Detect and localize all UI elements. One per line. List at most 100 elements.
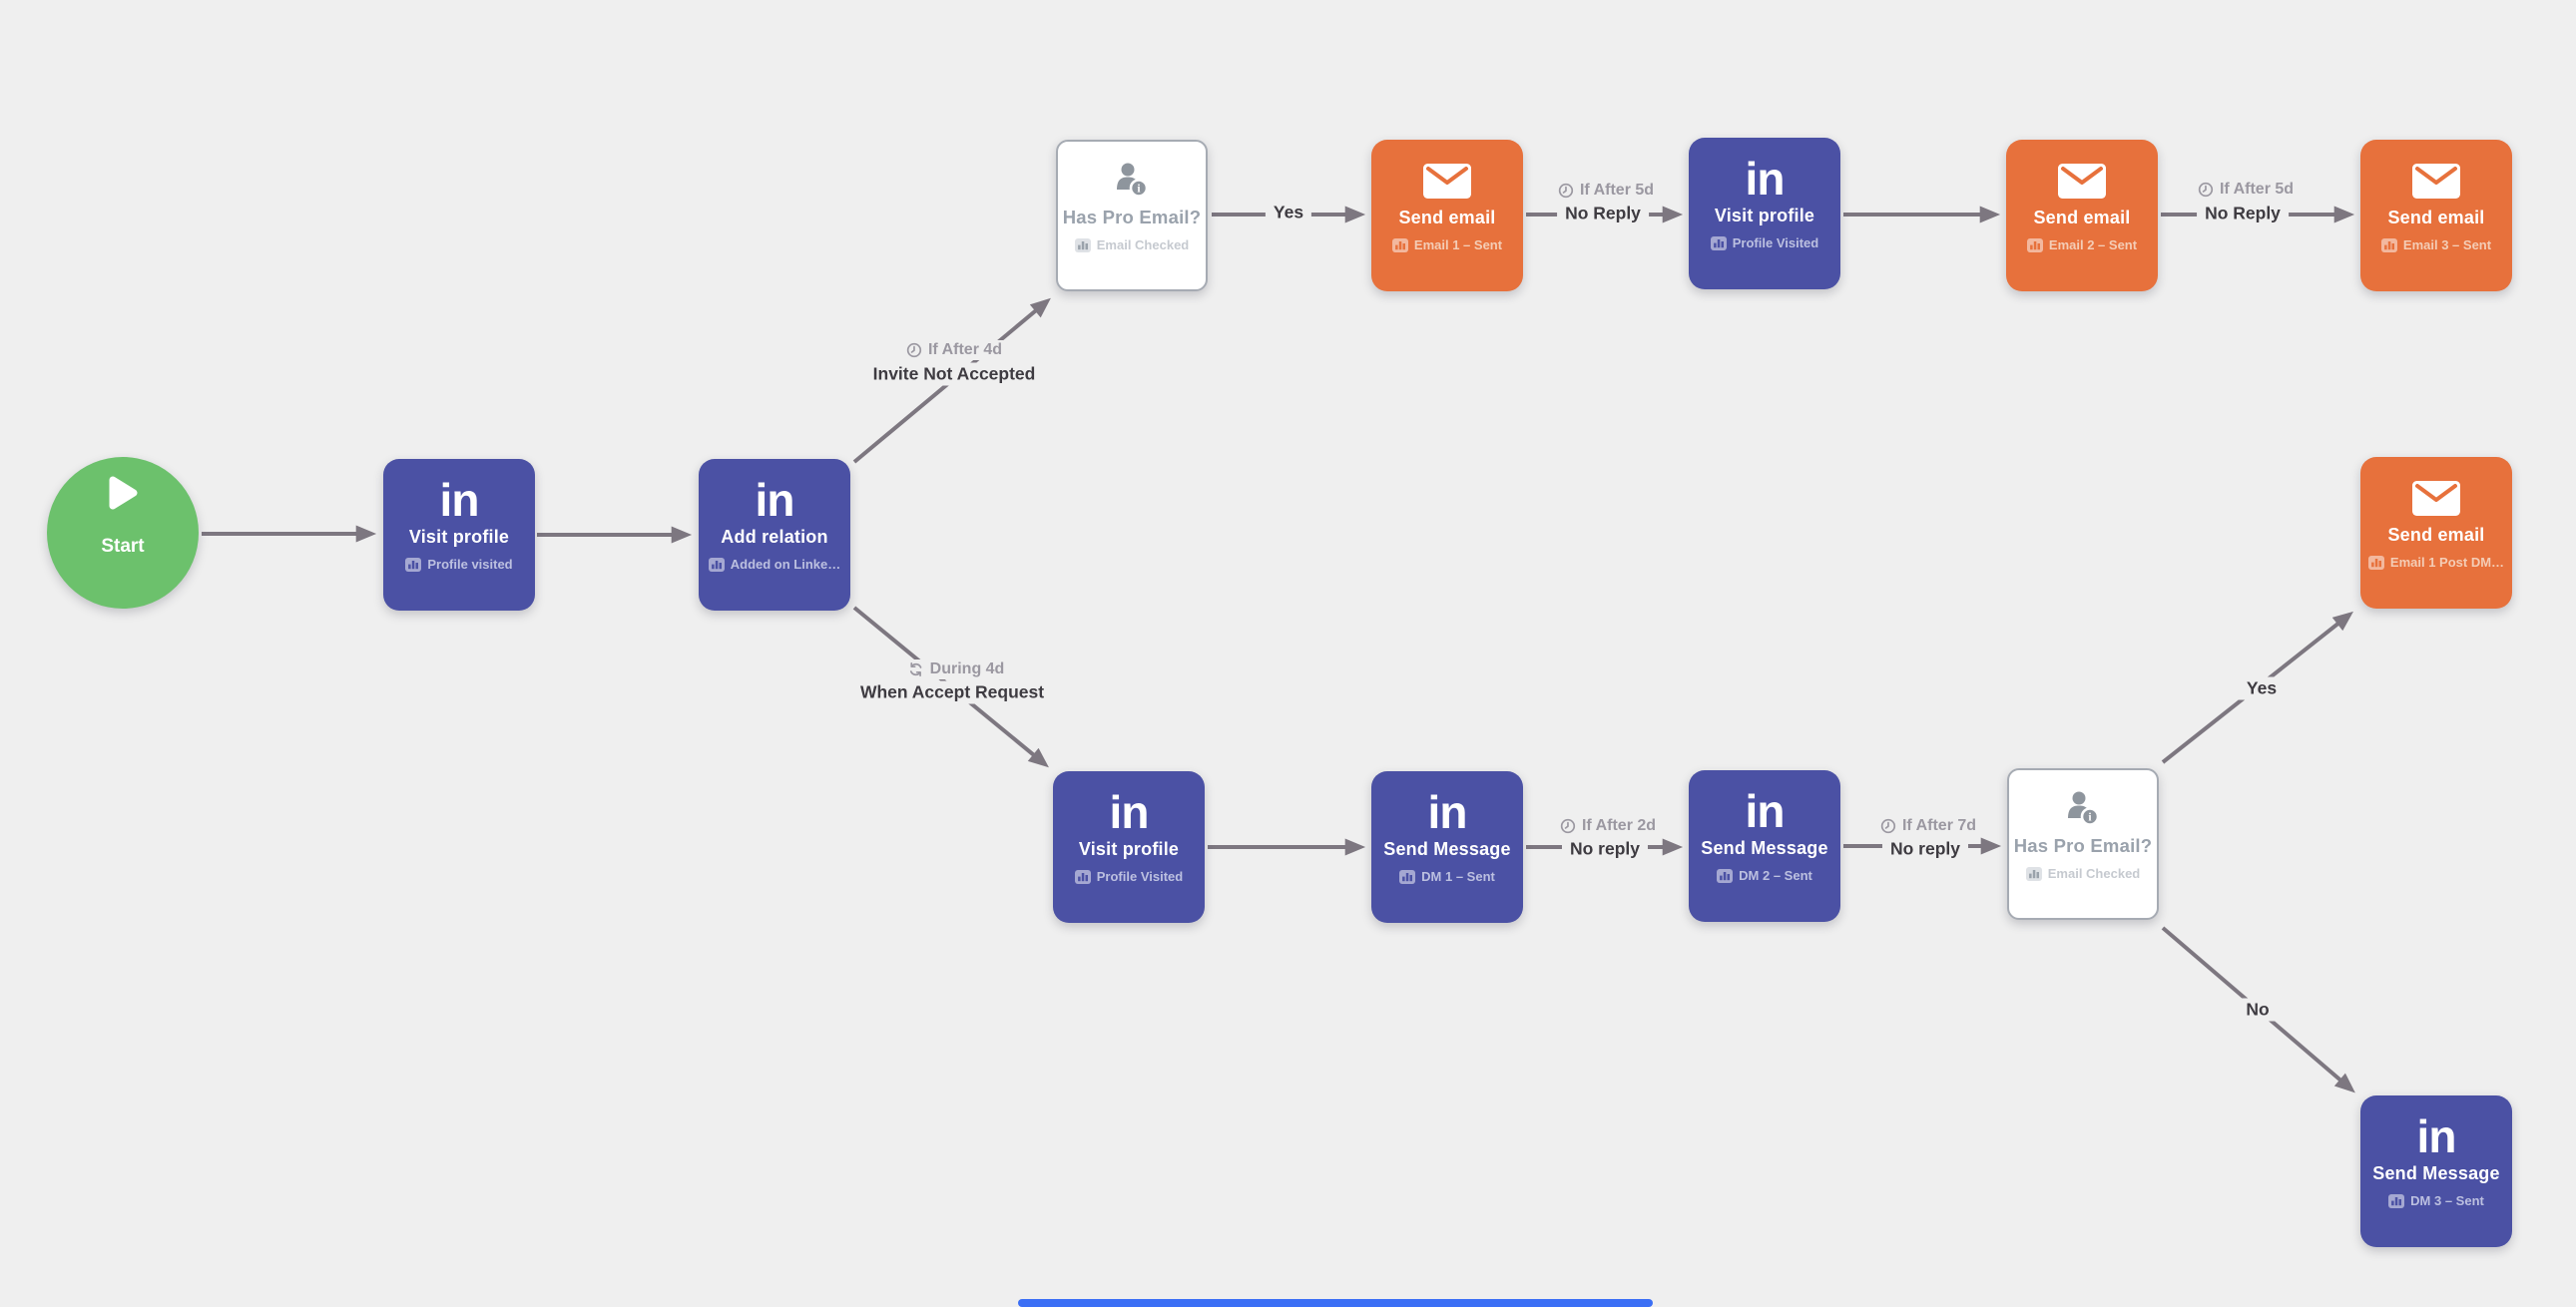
node-stats-label: Profile Visited [1096, 869, 1184, 884]
node-icon-wrap: in [439, 474, 480, 526]
stats-icon [2025, 866, 2042, 881]
node-title: Has Pro Email? [2013, 835, 2153, 856]
node-title: Send email [2033, 208, 2131, 227]
node-send-email-3[interactable]: Send email Email 3 – Sent [2360, 140, 2512, 291]
linkedin-icon: in [755, 474, 795, 526]
start-label: Start [101, 536, 145, 557]
stats-icon [2388, 1193, 2405, 1208]
node-icon-wrap: in [1745, 785, 1786, 837]
node-icon-wrap: i [2062, 784, 2104, 832]
node-stats-label: DM 2 – Sent [1739, 868, 1812, 883]
node-icon-wrap: in [1745, 153, 1786, 205]
node-stats: DM 1 – Sent [1399, 869, 1495, 884]
linkedin-icon: in [1109, 786, 1150, 838]
node-title: Send email [1398, 208, 1496, 227]
node-stats-label: Email Checked [1096, 237, 1190, 252]
svg-text:i: i [1137, 184, 1141, 196]
node-icon-wrap [2058, 157, 2106, 205]
node-stats-label: Profile visited [427, 557, 513, 572]
person-info-icon: i [1117, 163, 1149, 198]
linkedin-icon: in [1745, 785, 1786, 837]
horizontal-scrollbar-thumb[interactable] [1018, 1299, 1653, 1307]
node-icon-wrap [1423, 157, 1471, 205]
node-stats-label: Email 2 – Sent [2048, 237, 2138, 252]
node-title: Visit profile [1078, 839, 1180, 859]
person-info-icon: i [2068, 791, 2100, 826]
node-stats-label: Email 1 – Sent [1413, 237, 1503, 252]
stats-icon [1717, 868, 1734, 883]
svg-text:i: i [2088, 812, 2092, 824]
stats-icon [708, 557, 725, 572]
node-stats-label: Email 1 Post DM… [2389, 555, 2505, 570]
linkedin-icon: in [1427, 786, 1468, 838]
node-stats-label: DM 3 – Sent [2410, 1193, 2484, 1208]
node-stats-label: DM 1 – Sent [1421, 869, 1495, 884]
node-title: Add relation [721, 527, 828, 547]
edge-has-pro-email-2-to-send-message-3 [2161, 926, 2355, 1093]
node-title: Send email [2387, 525, 2485, 545]
stats-icon [1074, 869, 1091, 884]
node-has-pro-email-2[interactable]: i Has Pro Email? Email Checked [2007, 768, 2159, 920]
node-stats: Email 1 Post DM… [2367, 555, 2505, 570]
node-title: Visit profile [408, 527, 510, 547]
node-stats: Email Checked [1074, 237, 1190, 252]
edge-add-relation-to-visit-profile-3 [852, 606, 1049, 768]
node-title: Send Message [2372, 1163, 2500, 1183]
node-icon-wrap: in [1109, 786, 1150, 838]
play-icon [109, 476, 138, 510]
node-stats: Profile Visited [1710, 235, 1819, 250]
node-icon-wrap: in [2416, 1110, 2457, 1162]
linkedin-icon: in [439, 474, 480, 526]
stats-icon [2026, 237, 2043, 252]
node-stats-label: Added on Linke… [730, 557, 841, 572]
stats-icon [1391, 237, 1408, 252]
node-send-email-1[interactable]: Send email Email 1 – Sent [1371, 140, 1523, 291]
node-title: Has Pro Email? [1062, 207, 1202, 227]
node-stats: DM 3 – Sent [2388, 1193, 2484, 1208]
linkedin-icon: in [1745, 153, 1786, 205]
mail-icon [1423, 163, 1471, 199]
mail-icon [2412, 480, 2460, 516]
node-stats: Email Checked [2025, 866, 2141, 881]
node-icon-wrap [2412, 157, 2460, 205]
node-icon-wrap [107, 475, 139, 511]
node-stats-label: Profile Visited [1732, 235, 1819, 250]
mail-icon [2058, 163, 2106, 199]
stats-icon [405, 557, 422, 572]
stats-icon [2367, 555, 2384, 570]
node-title: Visit profile [1714, 206, 1815, 225]
node-stats: Email 1 – Sent [1391, 237, 1503, 252]
edge-add-relation-to-has-pro-email-1 [852, 297, 1051, 464]
edge-has-pro-email-2-to-send-email-post-dm [2161, 611, 2353, 764]
node-stats: Email 2 – Sent [2026, 237, 2138, 252]
node-has-pro-email-1[interactable]: i Has Pro Email? Email Checked [1056, 140, 1208, 291]
node-icon-wrap [2412, 474, 2460, 522]
node-stats: DM 2 – Sent [1717, 868, 1812, 883]
node-stats: Added on Linke… [708, 557, 841, 572]
node-send-email-2[interactable]: Send email Email 2 – Sent [2006, 140, 2158, 291]
node-stats: Profile visited [405, 557, 513, 572]
stats-icon [1074, 237, 1091, 252]
node-stats-label: Email 3 – Sent [2402, 237, 2492, 252]
linkedin-icon: in [2416, 1110, 2457, 1162]
node-stats: Profile Visited [1074, 869, 1184, 884]
node-icon-wrap: i [1111, 156, 1153, 204]
stats-icon [2380, 237, 2397, 252]
node-title: Send Message [1383, 839, 1511, 859]
node-stats-label: Email Checked [2047, 866, 2141, 881]
node-start[interactable]: Start [47, 457, 199, 609]
stats-icon [1710, 235, 1727, 250]
node-title: Send Message [1701, 838, 1828, 858]
node-stats: Email 3 – Sent [2380, 237, 2492, 252]
node-send-email-post-dm[interactable]: Send email Email 1 Post DM… [2360, 457, 2512, 609]
node-icon-wrap: in [1427, 786, 1468, 838]
